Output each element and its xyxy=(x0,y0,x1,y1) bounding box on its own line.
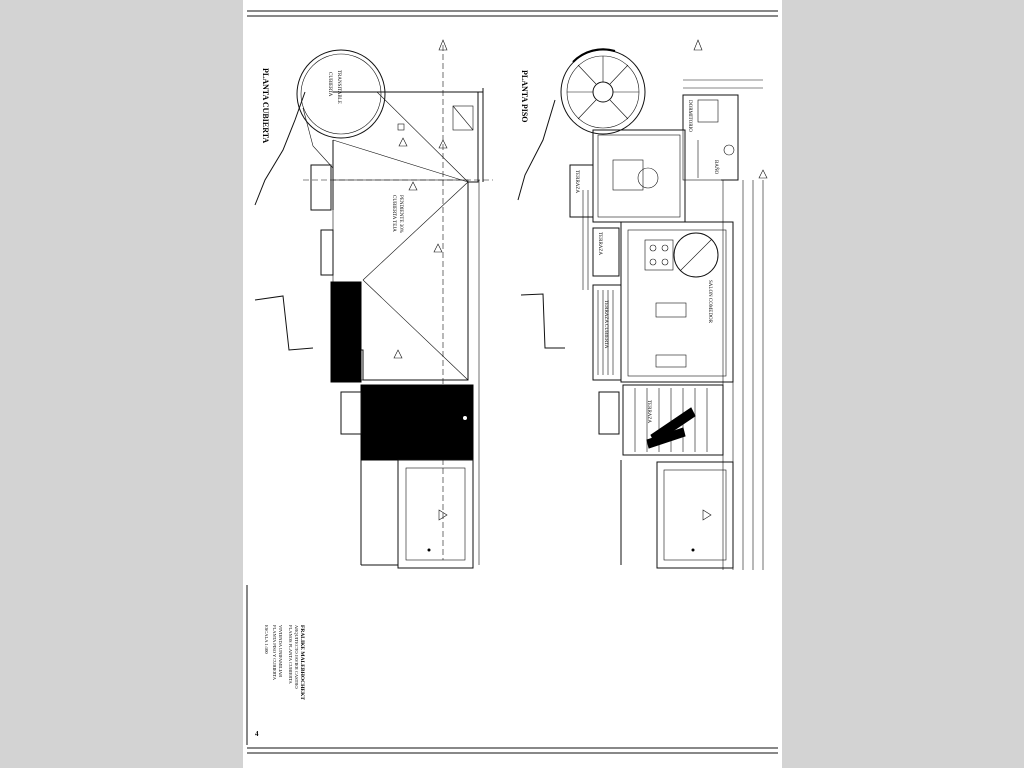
title-line-4: VIVIENDA UNIFAMILIAR xyxy=(278,625,283,677)
floor-plan-title: PLANTA PISO xyxy=(520,70,529,123)
title-line-5: PLANTA PISO Y CUBIERTA xyxy=(272,625,277,681)
svg-text:BAÑO: BAÑO xyxy=(713,160,719,175)
svg-text:TERRAZA CUBIERTA: TERRAZA CUBIERTA xyxy=(603,300,608,349)
svg-text:TERRAZA: TERRAZA xyxy=(646,400,651,423)
solid-roof-area-1 xyxy=(330,281,362,383)
svg-text:TERRAZA: TERRAZA xyxy=(597,232,602,255)
title-line-6: ESCALA 1:100 xyxy=(264,625,269,654)
svg-text:DORMITORIO: DORMITORIO xyxy=(687,100,692,132)
svg-text:CUBIERTA: CUBIERTA xyxy=(327,72,332,97)
circular-tank xyxy=(296,49,386,139)
solid-roof-area-2 xyxy=(360,384,474,461)
sheet-border-bottom xyxy=(247,747,778,754)
svg-text:TERRAZA: TERRAZA xyxy=(574,170,579,193)
svg-text:TRANSITABLE: TRANSITABLE xyxy=(336,70,341,104)
title-line-2: ARQUITECTO JAVIER CASTRO xyxy=(294,625,299,689)
cad-drawing: CUBIERTA TRANSITABLE CUBIERTA TEJA PENDI… xyxy=(246,10,778,754)
pool-right xyxy=(656,461,734,569)
title-line-1: FRALIKE MALEBHOCHEKT xyxy=(299,625,305,700)
pool-left xyxy=(397,459,474,569)
sheet-border-top xyxy=(247,10,778,17)
title-block: FRALIKE MALEBHOCHEKT ARQUITECTO JAVIER C… xyxy=(246,585,305,745)
svg-text:PENDIENTE 30%: PENDIENTE 30% xyxy=(398,195,403,233)
floor-plan: DORMITORIO BAÑO SALON COMEDOR TERRAZA TE… xyxy=(517,39,768,570)
svg-text:SALON COMEDOR: SALON COMEDOR xyxy=(707,280,712,324)
deck-lounger-2 xyxy=(646,427,686,449)
roof-plan: CUBIERTA TRANSITABLE CUBIERTA TEJA PENDI… xyxy=(254,39,493,569)
drawing-sheet: CUBIERTA TRANSITABLE CUBIERTA TEJA PENDI… xyxy=(243,0,782,768)
svg-text:CUBIERTA TEJA: CUBIERTA TEJA xyxy=(391,195,396,232)
title-line-3: PLANOS PLANTA CUBIERTA xyxy=(288,625,293,685)
sheet-number: 4 xyxy=(255,730,259,738)
roof-plan-title: PLANTA CUBIERTA xyxy=(261,68,270,143)
